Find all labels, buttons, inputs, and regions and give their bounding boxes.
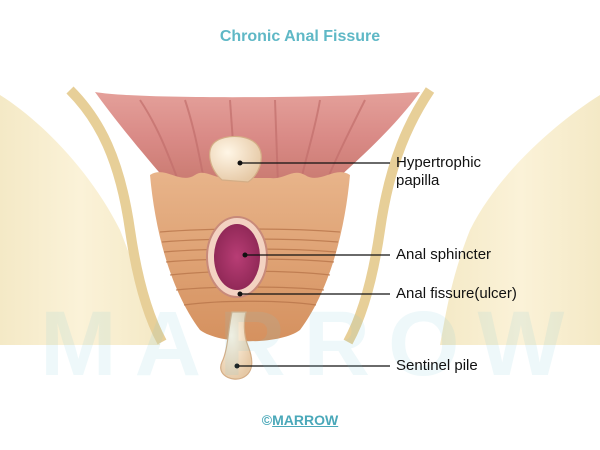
- skin-edge-left: [66, 86, 167, 345]
- label-sentinel-pile: Sentinel pile: [396, 357, 478, 374]
- anal-fissure-ulcer: [214, 224, 260, 290]
- label-hypertrophic-papilla: Hypertrophic papilla: [396, 154, 481, 190]
- label-anal-sphincter: Anal sphincter: [396, 246, 492, 263]
- label-anal-fissure: Anal fissure(ulcer): [396, 285, 517, 302]
- perianal-skin: [0, 95, 160, 345]
- brand-name: MARROW: [272, 412, 339, 428]
- copyright-symbol: ©: [261, 412, 273, 428]
- label-hypertrophic-papilla-line2: papilla: [396, 172, 440, 189]
- perianal-skin-right: [440, 95, 600, 345]
- label-hypertrophic-papilla-line1: Hypertrophic: [396, 154, 482, 171]
- leader-lines: [237, 162, 390, 367]
- sentinel-pile-shape: [220, 311, 253, 380]
- watermark-text: MARROW: [40, 293, 583, 395]
- skin-edge-right: [343, 87, 435, 345]
- anal-canal: [95, 92, 420, 185]
- hypertrophic-papilla-shape: [209, 135, 262, 183]
- diagram-title: Chronic Anal Fissure: [219, 28, 381, 45]
- leader-dots: [234, 160, 248, 369]
- footer-brand: ©MARROW: [0, 412, 600, 428]
